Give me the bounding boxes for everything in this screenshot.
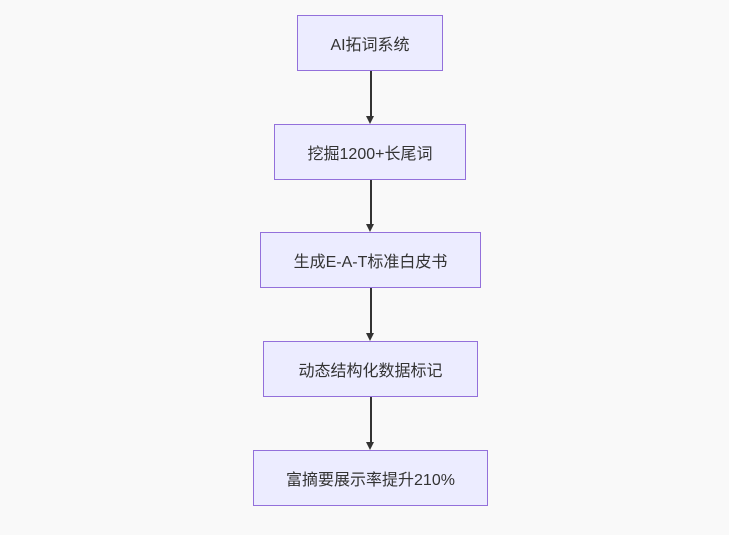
arrow-line — [369, 288, 372, 333]
flow-node-rich-snippet-uplift: 富摘要展示率提升210% — [253, 450, 488, 506]
arrowhead-down-icon — [366, 224, 374, 232]
flow-node-eat-whitepaper: 生成E-A-T标准白皮书 — [260, 232, 481, 288]
arrow-line — [369, 71, 372, 116]
arrowhead-down-icon — [366, 116, 374, 124]
flow-node-label: 生成E-A-T标准白皮书 — [293, 254, 448, 271]
arrowhead-down-icon — [366, 333, 374, 341]
flow-arrow-3 — [366, 288, 375, 341]
arrow-line — [369, 180, 372, 224]
flow-arrow-1 — [366, 71, 375, 124]
flow-node-ai-keyword-system: AI拓词系统 — [297, 15, 443, 71]
flow-node-longtail-mining: 挖掘1200+长尾词 — [274, 124, 466, 180]
flow-node-label: AI拓词系统 — [330, 37, 410, 54]
flow-arrow-4 — [366, 397, 375, 450]
arrow-line — [369, 397, 372, 442]
flow-node-label: 富摘要展示率提升210% — [286, 472, 455, 489]
arrowhead-down-icon — [366, 442, 374, 450]
flow-arrow-2 — [366, 180, 375, 232]
flow-node-structured-data-markup: 动态结构化数据标记 — [263, 341, 478, 397]
flow-node-label: 挖掘1200+长尾词 — [307, 146, 433, 163]
flow-node-label: 动态结构化数据标记 — [298, 363, 443, 380]
